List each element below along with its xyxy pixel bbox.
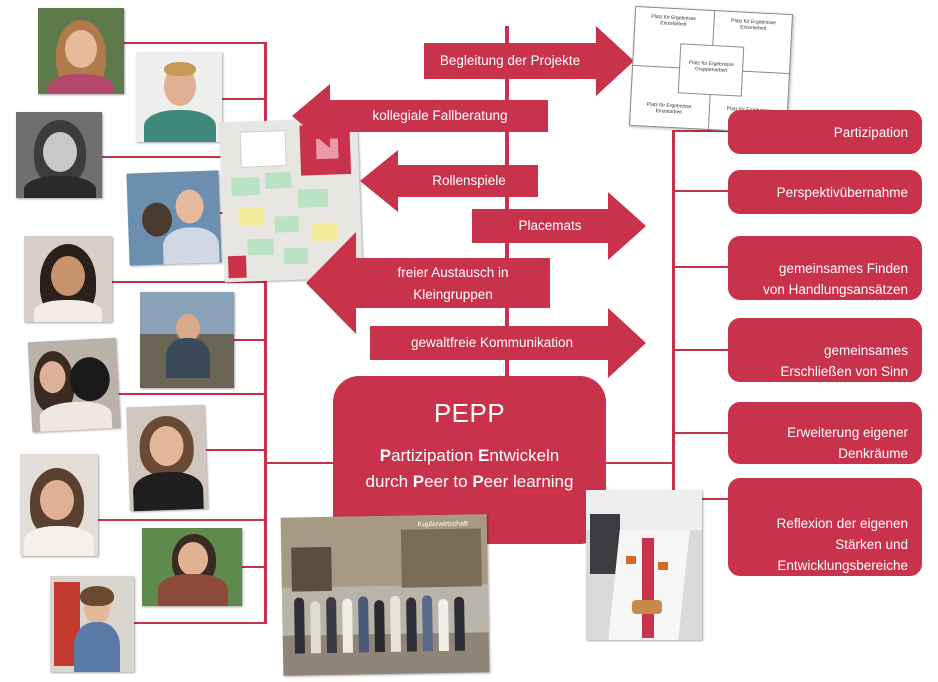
goal-box-3-line1: gemeinsames Finden [778, 261, 908, 276]
arrow-austausch-label-line2: Kleingruppen [413, 287, 493, 302]
connector-photo-8 [206, 449, 266, 451]
goal-box-denkraeume: Erweiterung eigener Denkräume [728, 402, 922, 464]
connector-box-3 [672, 266, 730, 268]
team-photo-4 [126, 170, 222, 266]
team-photo-7 [27, 337, 121, 433]
group-photo: Kupferwirtschaft [280, 514, 490, 676]
goal-box-4-line2: Erschließen von Sinn [780, 364, 908, 379]
goal-box-6-line1: Reflexion der eigenen [776, 516, 908, 531]
center-vertical-trunk [505, 26, 509, 378]
arrow-austausch-label-line1: freier Austausch in [397, 265, 509, 280]
connector-photo-10 [242, 566, 266, 568]
connector-box-2 [672, 190, 730, 192]
pepp-subtitle: Partizipation Entwickeln durch Peer to P… [333, 443, 606, 495]
placemat-cell-top-right: Platz für Ergebnisse Einzelarbeit [731, 17, 777, 32]
arrow-begleitung-label: Begleitung der Projekte [439, 53, 581, 68]
placemat-cell-bottom-left: Platz für Ergebnisse Einzelarbeit [646, 101, 692, 116]
arrow-rollenspiele-label: Rollenspiele [432, 173, 506, 188]
goal-box-2-text: Perspektivübernahme [776, 184, 908, 200]
pepp-subtitle-line2: durch Peer to Peer learning [365, 472, 574, 491]
connector-box-4 [672, 349, 730, 351]
left-trunk-line [264, 42, 267, 624]
team-photo-11 [50, 576, 134, 672]
connector-photo-6 [234, 339, 266, 341]
arrow-austausch: freier Austausch in Kleingruppen [306, 232, 550, 334]
arrow-rollenspiele: Rollenspiele [360, 150, 538, 212]
goal-box-partizipation: Partizipation [728, 110, 922, 154]
goal-box-handlungsansaetze: gemeinsames Finden von Handlungsansätzen [728, 236, 922, 300]
goal-box-6-line3: Entwicklungsbereiche [777, 558, 908, 573]
goal-box-reflexion: Reflexion der eigenen Stärken und Entwic… [728, 478, 922, 576]
arrow-placemats-label: Placemats [518, 218, 582, 233]
team-photo-9 [20, 454, 98, 556]
goal-box-perspektivuebernahme: Perspektivübernahme [728, 170, 922, 214]
team-photo-1 [38, 8, 124, 94]
connector-box-5 [672, 432, 730, 434]
placemat-cell-top-left: Platz für Ergebnisse Einzelarbeit [651, 13, 697, 28]
group-photo-sign: Kupferwirtschaft [417, 520, 468, 529]
connector-photo-3 [102, 156, 266, 158]
connector-photo-5 [112, 281, 266, 283]
team-photo-10 [142, 528, 242, 606]
connector-box-1 [672, 130, 730, 132]
connector-center-left [264, 462, 334, 464]
table-setting-photo [586, 490, 702, 640]
team-photo-8 [126, 404, 208, 512]
connector-photo-7 [118, 393, 266, 395]
connector-center-right [606, 462, 674, 464]
connector-photo-9 [98, 519, 266, 521]
goal-box-3-line2: von Handlungsansätzen [763, 282, 908, 297]
team-photo-2 [136, 52, 222, 142]
arrow-fallberatung-label: kollegiale Fallberatung [372, 108, 508, 123]
goal-box-1-text: Partizipation [833, 124, 908, 140]
team-photo-5 [24, 236, 112, 322]
team-photo-3 [16, 112, 102, 198]
goal-box-5-line2: Denkräume [838, 446, 908, 461]
goal-box-6-line2: Stärken und [835, 537, 908, 552]
goal-box-4-line1: gemeinsames [823, 343, 908, 358]
connector-photo-2 [222, 98, 266, 100]
pepp-title: PEPP [433, 398, 506, 428]
goal-box-5-line1: Erweiterung eigener [787, 425, 908, 440]
team-photo-6 [140, 292, 234, 388]
goal-box-sinn: gemeinsames Erschließen von Sinn [728, 318, 922, 382]
pepp-subtitle-line1: Partizipation Entwickeln [379, 446, 560, 465]
arrow-fallberatung: kollegiale Fallberatung [292, 84, 548, 148]
right-trunk-line [672, 130, 675, 500]
arrow-gfk: gewaltfreie Kommunikation [370, 308, 646, 378]
arrow-begleitung: Begleitung der Projekte [424, 26, 634, 96]
arrow-placemats: Placemats [472, 192, 646, 260]
connector-photo-1 [124, 42, 266, 44]
connector-photo-11 [134, 622, 267, 624]
arrow-gfk-label: gewaltfreie Kommunikation [410, 335, 574, 350]
arrow-austausch-label: freier Austausch in Kleingruppen [356, 260, 550, 308]
